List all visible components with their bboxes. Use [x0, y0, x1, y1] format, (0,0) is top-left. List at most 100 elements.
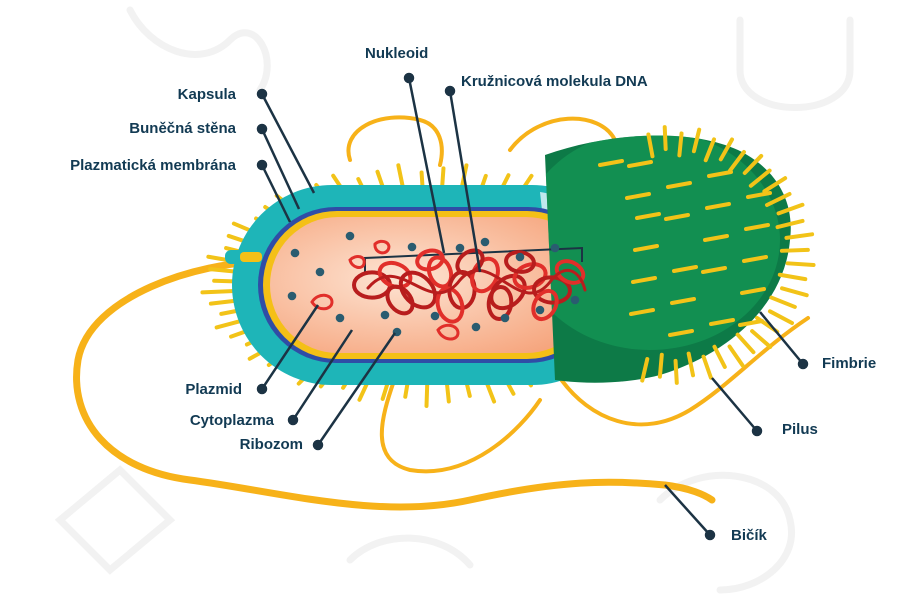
fimbria — [728, 149, 746, 173]
ribosome — [335, 313, 345, 323]
fimbria — [744, 223, 770, 231]
fimbria — [646, 132, 655, 159]
fimbria — [738, 319, 764, 327]
fimbria — [662, 125, 668, 152]
pointer-dot-cytoplasm — [287, 414, 299, 426]
fimbria — [780, 286, 809, 298]
dna-loop — [398, 270, 438, 310]
fimbria — [635, 212, 661, 220]
fimbria — [750, 329, 773, 349]
dna-loop — [426, 255, 454, 289]
ribosome — [480, 237, 490, 247]
label-cytoplasm: Cytoplazma — [189, 412, 274, 429]
fimbria — [735, 332, 756, 355]
pointer-dot-pilus — [751, 425, 763, 437]
fimbria — [672, 265, 698, 273]
fimbria — [419, 170, 425, 190]
pointer-fimbriae — [759, 311, 804, 365]
fimbria — [777, 272, 808, 282]
plasmid-4 — [373, 239, 391, 255]
dna-molecule — [352, 248, 587, 324]
flagellum — [73, 258, 716, 511]
fimbria — [631, 276, 657, 284]
label-nucleoid: Nukleoid — [365, 45, 429, 62]
fimbria — [212, 278, 237, 284]
fimbria — [776, 202, 805, 216]
ribosome — [290, 248, 300, 258]
dna-loop — [554, 259, 586, 285]
pointer-nucleoid — [407, 77, 446, 254]
ribosome — [500, 313, 510, 323]
flagellum-base — [225, 250, 262, 264]
ribosome — [550, 243, 560, 253]
fimbria — [748, 168, 772, 188]
dna-strand — [366, 268, 587, 295]
fimbria — [718, 137, 734, 162]
label-capsule: Kapsula — [177, 86, 236, 103]
pointer-plasmid — [260, 304, 320, 390]
fimbria — [775, 218, 805, 230]
ribosome — [407, 242, 417, 252]
fimbria — [785, 261, 816, 268]
pointer-dna — [448, 90, 482, 273]
plasmid-3 — [348, 255, 366, 269]
fimbria — [779, 247, 810, 253]
ribosome — [315, 267, 325, 277]
ribosome — [380, 310, 390, 320]
fimbria — [703, 234, 729, 242]
fimbria — [640, 357, 650, 383]
pointer-dot-nucleoid — [403, 72, 415, 84]
dna-loop — [531, 288, 559, 322]
label-plasmid: Plazmid — [185, 381, 242, 398]
fimbria — [633, 244, 659, 252]
pointer-cytoplasm — [291, 329, 354, 421]
label-flagellum: Bičík — [731, 527, 767, 544]
fimbria — [769, 295, 797, 309]
fimbria — [691, 127, 702, 154]
fimbria — [664, 213, 690, 221]
pointer-lines — [256, 72, 809, 541]
fimbria — [742, 153, 764, 175]
fimbria — [424, 380, 430, 408]
fimbria — [670, 297, 696, 305]
dna-loop — [385, 284, 415, 316]
pointer-dot-capsule — [256, 88, 268, 100]
fimbria — [627, 160, 653, 168]
fimbria — [444, 380, 451, 404]
fimbria — [705, 202, 731, 210]
fimbria — [440, 166, 446, 190]
fimbria — [200, 289, 237, 295]
dna-loop — [486, 285, 514, 321]
dna-loop — [415, 248, 445, 272]
label-fimbriae: Fimbrie — [822, 355, 877, 372]
pointer-pilus — [711, 377, 758, 432]
fimbria — [701, 354, 713, 380]
fimbria — [764, 192, 792, 207]
green-fimbriae — [598, 125, 816, 385]
ribosome — [515, 252, 525, 262]
fimbria — [208, 298, 239, 306]
pointer-dot-plasma-membrane — [256, 159, 268, 171]
label-pilus: Pilus — [782, 421, 818, 438]
pointer-dot-dna — [444, 85, 456, 97]
dna-loop — [435, 286, 465, 324]
ribosome — [570, 295, 580, 305]
pilus-3 — [346, 115, 444, 167]
pointer-dot-ribosome — [312, 439, 324, 451]
plasmids — [310, 239, 460, 341]
fimbria — [598, 159, 624, 167]
label-cell-wall: Buněčná stěna — [129, 120, 236, 137]
fimbria — [727, 344, 745, 368]
pointer-dot-plasmid — [256, 383, 268, 395]
pointer-capsule — [260, 93, 316, 194]
ribosome — [345, 231, 355, 241]
fimbria — [396, 163, 406, 191]
label-plasma-membrane: Plazmatická membrána — [70, 157, 236, 174]
label-dna: Kružnicová molekula DNA — [461, 73, 648, 90]
pointer-dot-flagellum — [704, 529, 716, 541]
pilus-1 — [379, 376, 542, 474]
fimbria — [673, 358, 679, 385]
pointer-flagellum — [664, 484, 711, 536]
ribosome — [535, 305, 545, 315]
